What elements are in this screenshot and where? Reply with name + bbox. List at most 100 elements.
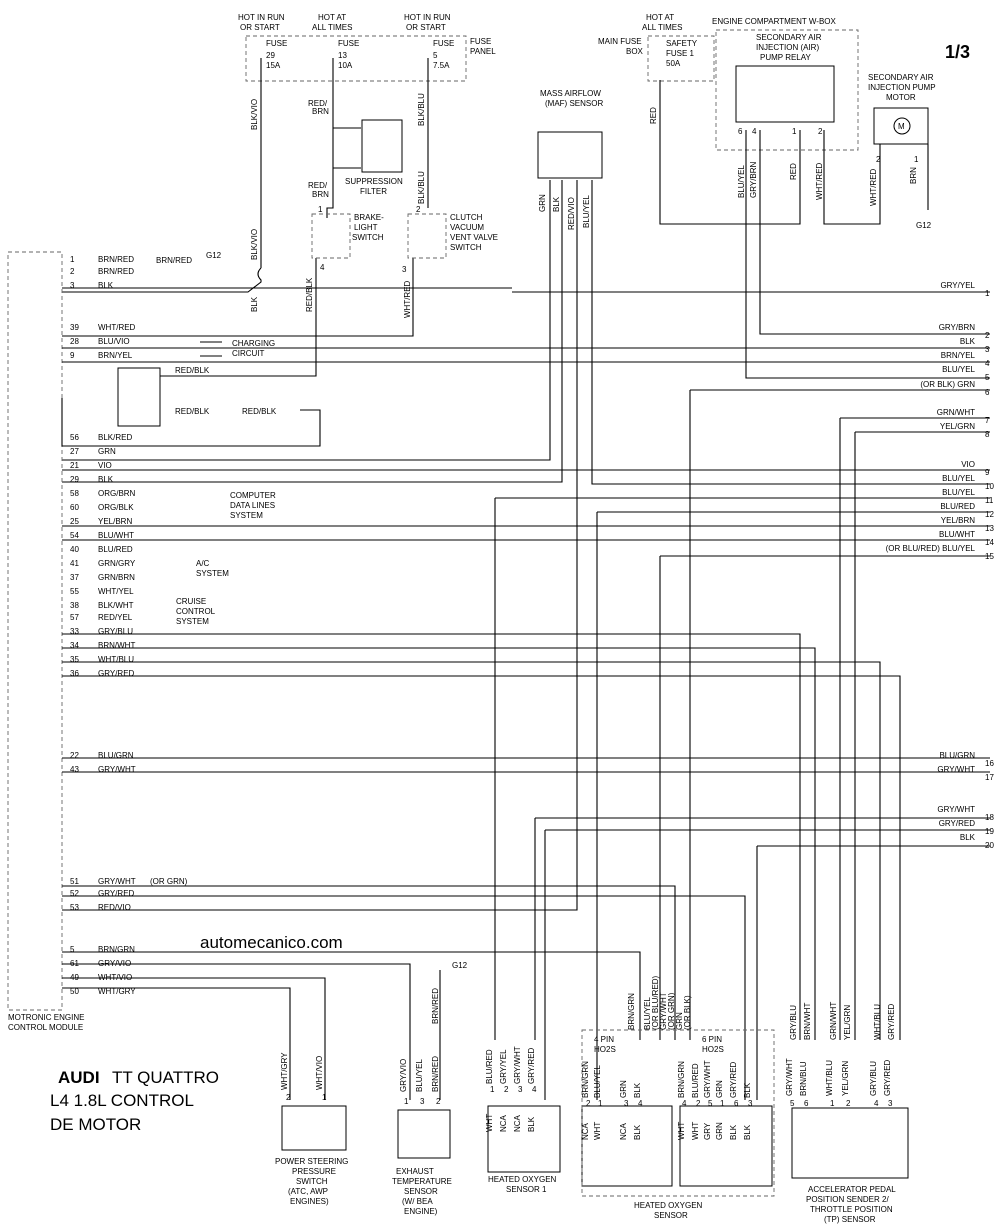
right-pin-number: 19 (985, 827, 994, 836)
right-pin-wire: (OR BLK) GRN (920, 380, 975, 389)
exh-label-5: ENGINE) (404, 1207, 438, 1216)
wire-blk-vio-label: BLK/VIO (250, 99, 259, 130)
brake-switch-label-2: LIGHT (354, 223, 378, 232)
right-pin-wire: BRN/YEL (941, 351, 976, 360)
right-pin-number: 5 (985, 373, 990, 382)
hos-feed-wire: BLU/YEL (643, 997, 652, 1030)
note-charging-2: CIRCUIT (232, 349, 265, 358)
hos4-wire: GRN (619, 1080, 628, 1098)
app-wire: YEL/GRN (841, 1061, 850, 1096)
ecm-pin-number: 52 (70, 889, 79, 898)
maf-wire-blu-yel: BLU/YEL (582, 195, 591, 228)
right-pin-wire: BLU/YEL (942, 474, 975, 483)
hos4-pin: 2 (586, 1099, 591, 1108)
right-pin-number: 18 (985, 813, 994, 822)
right-pin-wire: BLK (960, 833, 976, 842)
note-cruise-2: CONTROL (176, 607, 216, 616)
fuse-29: FUSE (266, 39, 287, 48)
ps-pin-2: 2 (286, 1093, 291, 1102)
hos1-label: HEATED OXYGEN (488, 1175, 557, 1184)
maf-sensor: MASS AIRFLOW (MAF) SENSOR GRN BLK RED/VI… (537, 89, 603, 230)
ecm-pin-number: 60 (70, 503, 79, 512)
accelerator-pedal-sensor: ACCELERATOR PEDAL POSITION SENDER 2/ THR… (806, 1185, 896, 1224)
ps-wire-wht-gry: WHT/GRY (280, 1052, 289, 1090)
hos6-wire: BLK (743, 1082, 752, 1098)
main-fuse-heading: HOT AT (646, 13, 674, 22)
hos6-wire: BLU/RED (691, 1063, 700, 1098)
ecm-pin-number: 39 (70, 323, 79, 332)
app-pin: 4 (874, 1099, 879, 1108)
hos4-inner: NCA (581, 1122, 590, 1140)
pump-motor-label-2: INJECTION PUMP (868, 83, 936, 92)
note-ac-2: SYSTEM (196, 569, 229, 578)
ps-label-3: SWITCH (296, 1177, 328, 1186)
hos4-inner: WHT (593, 1122, 602, 1140)
note-computer-3: SYSTEM (230, 511, 263, 520)
right-pin-wire: (OR BLU/RED) BLU/YEL (886, 544, 976, 553)
ecm-pin-wire: BRN/GRN (98, 945, 135, 954)
clutch-label: CLUTCH (450, 213, 483, 222)
app-wire: BRN/BLU (799, 1061, 808, 1096)
right-pin-wire: BLK (960, 337, 976, 346)
relay-label-2: INJECTION (AIR) (756, 43, 819, 52)
ecm-pin-number: 49 (70, 973, 79, 982)
ecm-pin-wire: GRN (98, 447, 116, 456)
right-pin-number: 16 (985, 759, 994, 768)
ecm-pin-wire: GRY/WHT (98, 877, 136, 886)
hos4-pin: 1 (598, 1099, 603, 1108)
right-pin-wire: YEL/GRN (940, 422, 975, 431)
ecm-pin-wire: GRY/RED (98, 889, 135, 898)
hos4-label: 4 PIN (594, 1035, 614, 1044)
ecm-pin-number: 33 (70, 627, 79, 636)
note-or-grn: (OR GRN) (150, 877, 188, 886)
hos1-pin: 2 (504, 1085, 509, 1094)
right-pin-number: 6 (985, 388, 990, 397)
app-feed-wire: YEL/GRN (843, 1005, 852, 1040)
ecm-pin-wire: BLU/RED (98, 545, 133, 554)
motor-wire-wht-red: WHT/RED (869, 168, 878, 206)
main-fuse: HOT AT ALL TIMES MAIN FUSE BOX SAFETY FU… (598, 13, 698, 124)
ecm-pin-number: 53 (70, 903, 79, 912)
ecm-pin-number: 35 (70, 655, 79, 664)
pump-motor-label: SECONDARY AIR (868, 73, 934, 82)
right-pin-number: 2 (985, 331, 990, 340)
wire-blk-label: BLK (250, 296, 259, 312)
title-line3: DE MOTOR (50, 1115, 141, 1134)
ecm-pin-number: 55 (70, 587, 79, 596)
ecm-pin-wire: GRN/GRY (98, 559, 136, 568)
safety-fuse: SAFETY (666, 39, 698, 48)
app-pin: 2 (846, 1099, 851, 1108)
brake-switch-label-3: SWITCH (352, 233, 384, 242)
right-pin-number: 14 (985, 538, 994, 547)
hos4-inner: NCA (619, 1122, 628, 1140)
exh-label-3: SENSOR (404, 1187, 438, 1196)
motor-pin-1: 1 (914, 155, 919, 164)
fuse-panel: FUSE PANEL HOT IN RUN OR START FUSE 29 1… (238, 13, 496, 70)
ecm-pin-number: 61 (70, 959, 79, 968)
motor-wire-brn: BRN (909, 167, 918, 184)
brake-pin-4: 4 (320, 263, 325, 272)
right-pin-list: GRY/YEL1GRY/BRN2BLK3BRN/YEL4BLU/YEL5(OR … (886, 281, 995, 850)
ecm-pin-number: 9 (70, 351, 75, 360)
maf-wire-blk: BLK (552, 196, 561, 212)
ecm-pin-number: 36 (70, 669, 79, 678)
right-pin-wire: BLU/YEL (942, 488, 975, 497)
wire-red-blk-label: RED/BLK (305, 277, 314, 312)
ps-pin-1: 1 (322, 1093, 327, 1102)
ecm-pin-number: 25 (70, 517, 79, 526)
right-pin-wire: GRN/WHT (937, 408, 975, 417)
hos1-pin: 3 (518, 1085, 523, 1094)
hos-feed-wire: GRY/WHT (659, 992, 668, 1030)
red-blk-row-3: RED/BLK (242, 407, 277, 416)
hos1-inner: BLK (527, 1116, 536, 1132)
title-brand: AUDI (58, 1068, 100, 1087)
wiring-lines (7, 29, 990, 1197)
right-pin-wire: GRY/WHT (937, 805, 975, 814)
hos1-label-2: SENSOR 1 (506, 1185, 547, 1194)
hos6-pin: 5 (708, 1099, 713, 1108)
hos6-wire: BRN/GRN (677, 1061, 686, 1098)
ecm-pin-wire: WHT/GRY (98, 987, 136, 996)
ecm-pin-wire: ORG/BLK (98, 503, 134, 512)
ecm-pin-wire: BLK/RED (98, 433, 132, 442)
ecm-pin-wire: BRN/RED (98, 255, 134, 264)
